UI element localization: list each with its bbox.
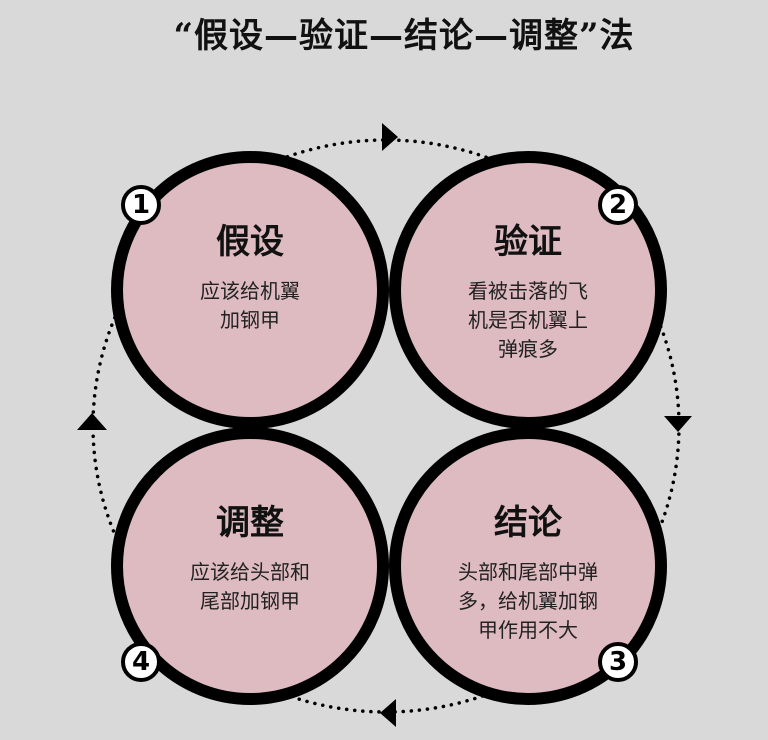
arrow-left-icon [380, 699, 396, 727]
step-line: 机是否机翼上 [468, 308, 588, 332]
step-line: 甲作用不大 [478, 618, 578, 642]
step-line: 尾部加钢甲 [200, 589, 300, 613]
step-adjust: 调整 应该给头部和 尾部加钢甲 [150, 495, 350, 616]
step-number-badge: 2 [598, 185, 638, 225]
step-number-badge: 1 [121, 185, 161, 225]
circle-adjust [111, 427, 389, 705]
step-line: 应该给头部和 [190, 560, 310, 584]
step-verify: 验证 看被击落的飞 机是否机翼上 弹痕多 [428, 214, 628, 364]
arrow-right-icon [382, 123, 398, 151]
step-line: 应该给机翼 [200, 279, 300, 303]
circle-verify [389, 151, 667, 429]
step-number-badge: 3 [598, 642, 638, 682]
step-description: 应该给机翼 加钢甲 [150, 277, 350, 335]
diagram-title: “假设—验证—结论—调整”法 [173, 16, 635, 56]
step-description: 头部和尾部中弹 多，给机翼加钢 甲作用不大 [428, 558, 628, 645]
arrow-up-icon [77, 413, 107, 430]
step-line: 头部和尾部中弹 [458, 560, 598, 584]
step-hypothesis: 假设 应该给机翼 加钢甲 [150, 214, 350, 335]
step-heading: 调整 [216, 503, 284, 543]
step-heading: 假设 [216, 222, 284, 262]
step-number-badge: 4 [121, 642, 161, 682]
step-line: 加钢甲 [220, 308, 280, 332]
step-line: 看被击落的飞 [468, 279, 588, 303]
step-heading: 验证 [494, 222, 562, 262]
step-heading: 结论 [494, 503, 562, 543]
step-conclusion: 结论 头部和尾部中弹 多，给机翼加钢 甲作用不大 [428, 495, 628, 645]
step-description: 看被击落的飞 机是否机翼上 弹痕多 [428, 277, 628, 364]
circle-conclusion [389, 427, 667, 705]
arrow-down-icon [664, 416, 692, 432]
step-description: 应该给头部和 尾部加钢甲 [150, 558, 350, 616]
step-line: 弹痕多 [498, 337, 558, 361]
step-line: 多，给机翼加钢 [458, 589, 598, 613]
circle-hypothesis [111, 151, 389, 429]
